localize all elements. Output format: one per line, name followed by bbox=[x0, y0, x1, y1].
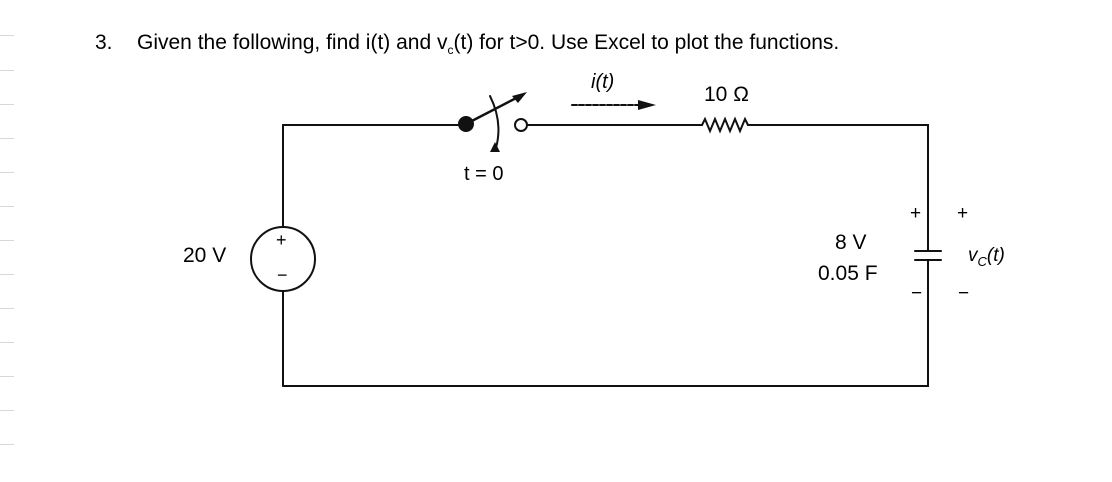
vc-label-main: v bbox=[968, 245, 978, 266]
switch-arc-arrowhead bbox=[490, 142, 500, 152]
current-arrowhead bbox=[638, 100, 656, 110]
source-voltage-label: 20 V bbox=[183, 244, 227, 267]
page-edge-marks bbox=[0, 0, 16, 482]
current-label: i(t) bbox=[591, 71, 615, 93]
capacitor-minus-sign: − bbox=[911, 283, 923, 304]
resistor-symbol bbox=[701, 116, 749, 134]
switch-lever bbox=[464, 93, 524, 126]
question-number: 3. bbox=[95, 31, 113, 54]
question-subscript: c bbox=[447, 43, 454, 58]
source-minus-sign: − bbox=[277, 265, 288, 285]
switch-lever-arrowhead bbox=[512, 92, 527, 103]
wire-right bbox=[282, 268, 929, 387]
capacitor-plus-sign: + bbox=[910, 203, 922, 224]
switch-arc-arrow bbox=[489, 95, 500, 149]
wire-top-right bbox=[747, 124, 929, 243]
vc-minus-sign: − bbox=[958, 283, 970, 304]
question-text: 3. Given the following, find i(t) and vc(… bbox=[95, 28, 839, 58]
voltage-source bbox=[250, 226, 316, 292]
switch-contact bbox=[514, 118, 528, 132]
question-text-start: Given the following, find i(t) and v bbox=[137, 31, 448, 54]
source-plus-sign: + bbox=[276, 230, 287, 250]
vc-plus-sign: + bbox=[957, 203, 969, 224]
vc-label-subscript: C bbox=[977, 253, 987, 269]
vc-label-tail: (t) bbox=[986, 245, 1005, 266]
resistor-label: 10 Ω bbox=[704, 83, 749, 106]
switch-time-label: t = 0 bbox=[464, 163, 504, 185]
question-text-end: (t) for t>0. Use Excel to plot the funct… bbox=[453, 31, 840, 54]
switch-pivot bbox=[458, 116, 474, 132]
capacitor-initial-voltage: 8 V bbox=[835, 231, 867, 254]
vc-label: vC(t) bbox=[968, 246, 1005, 268]
capacitor-value: 0.05 F bbox=[818, 262, 878, 285]
